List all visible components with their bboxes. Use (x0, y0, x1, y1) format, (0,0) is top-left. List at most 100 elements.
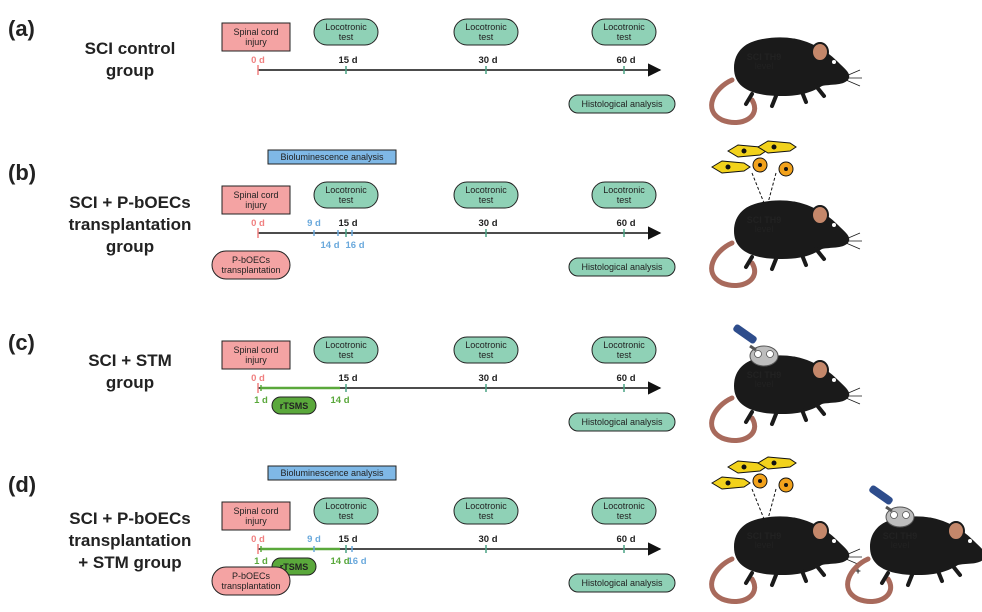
panel-letter: (c) (8, 330, 35, 355)
injury-box (221, 185, 291, 215)
mouse-label-line2: level (755, 224, 774, 234)
panel-letter: (b) (8, 160, 37, 185)
locotronic-test-pill-text: Locotronic (465, 340, 507, 350)
panel-a-timeline: Spinal cordinjuryLocotronictestLocotroni… (221, 18, 862, 123)
transplantation-pill-text: transplantation (221, 581, 280, 591)
rtsms-pill (271, 396, 317, 415)
injury-box-text: injury (245, 355, 267, 365)
timeline-rows: Spinal cordinjuryLocotronictestLocotroni… (211, 18, 982, 602)
locotronic-test-pill-text: test (339, 32, 354, 42)
rtsms-label: rTSMS (280, 401, 309, 411)
bioluminescence-box (267, 465, 397, 481)
group-title: SCI + P-bOECs transplantation + STM grou… (40, 508, 220, 574)
mouse-icon (712, 355, 862, 441)
olfactory-cell-icon (778, 477, 794, 493)
locotronic-test-pill-text: test (479, 511, 494, 521)
locotronic-test-pill-text: Locotronic (325, 501, 367, 511)
mouse-icon (848, 516, 982, 602)
plus-sign: + (855, 566, 861, 577)
day-label-15d: 15 d (338, 373, 357, 384)
mouse-icon (712, 516, 862, 602)
panel-c: (c) SCI + STM group (0, 300, 982, 450)
mouse-label-line2: level (891, 540, 910, 550)
histological-analysis-label: Histological analysis (581, 417, 663, 427)
locotronic-test-pill-text: test (479, 350, 494, 360)
day-label-15d: 15 d (338, 55, 357, 66)
day-label-60d: 60 d (616, 373, 635, 384)
locotronic-test-pill-text: test (339, 350, 354, 360)
day-label-14d: 14 d (320, 240, 339, 251)
injection-line (767, 172, 777, 204)
day-label-1d: 1 d (254, 556, 268, 567)
day-label-1d: 1 d (254, 395, 268, 406)
transplantation-pill-text: P-bOECs (232, 571, 271, 581)
olfactory-cell-icon (778, 161, 794, 177)
day-label-15d: 15 d (338, 218, 357, 229)
transplantation-pill-text: transplantation (221, 265, 280, 275)
day-label-15d: 15 d (338, 534, 357, 545)
locotronic-test-pill-text: test (479, 32, 494, 42)
injection-line (751, 172, 765, 204)
locotronic-test-pill-text: Locotronic (465, 185, 507, 195)
injury-box-text: injury (245, 37, 267, 47)
injury-box-text: Spinal cord (233, 506, 278, 516)
histological-analysis-pill (568, 257, 676, 277)
injury-box-text: injury (245, 516, 267, 526)
locotronic-test-pill (591, 181, 657, 209)
locotronic-test-pill-text: test (339, 195, 354, 205)
day-label-30d: 30 d (478, 373, 497, 384)
locotronic-test-pill-text: Locotronic (603, 340, 645, 350)
title-line: SCI + P-bOECs (69, 193, 191, 212)
mouse-label-line1: SCI TH9 (747, 52, 782, 62)
day-label-0d: 0 d (251, 534, 265, 545)
mouse-label-line2: level (755, 540, 774, 550)
day-label-14d: 14 d (330, 556, 349, 567)
rtsms-label: rTSMS (280, 562, 309, 572)
day-label-16d: 16 d (345, 240, 364, 251)
locotronic-test-pill (313, 181, 379, 209)
title-line: SCI + STM (88, 351, 172, 370)
panel-c-timeline: Spinal cordinjuryLocotronictestLocotroni… (221, 321, 862, 441)
title-line: group (105, 61, 155, 80)
locotronic-test-pill-text: Locotronic (325, 22, 367, 32)
day-label-14d: 14 d (330, 395, 349, 406)
olfactory-cell-icon (752, 473, 768, 489)
mouse-label-line1: SCI TH9 (747, 370, 782, 380)
locotronic-test-pill (313, 497, 379, 525)
injection-line (767, 488, 777, 520)
locotronic-test-pill (453, 181, 519, 209)
injury-box (221, 22, 291, 52)
histological-analysis-label: Histological analysis (581, 262, 663, 272)
locotronic-test-pill (313, 18, 379, 46)
locotronic-test-pill-text: Locotronic (325, 340, 367, 350)
panel-letter: (a) (8, 16, 35, 41)
title-line: transplantation (68, 215, 192, 234)
day-label-30d: 30 d (478, 218, 497, 229)
title-line: + STM group (78, 553, 182, 572)
locotronic-test-pill (453, 497, 519, 525)
panel-letter: (d) (8, 472, 37, 497)
bioluminescence-label: Bioluminescence analysis (280, 468, 384, 478)
locotronic-test-pill (591, 336, 657, 364)
day-label-30d: 30 d (478, 55, 497, 66)
olfactory-cell-icon (711, 476, 751, 490)
mouse-icon (712, 37, 862, 123)
mouse-label-line1: SCI TH9 (747, 215, 782, 225)
title-line: SCI control (84, 39, 176, 58)
bioluminescence-box (267, 149, 397, 165)
day-label-16d: 16 d (347, 556, 366, 567)
injury-box-text: Spinal cord (233, 345, 278, 355)
histological-analysis-label: Histological analysis (581, 578, 663, 588)
title-line: SCI + P-bOECs (69, 509, 191, 528)
mouse-label-line1: SCI TH9 (747, 531, 782, 541)
day-label-0d: 0 d (251, 55, 265, 66)
transplantation-pill (211, 566, 291, 596)
group-title: SCI + STM group (40, 350, 220, 394)
mouse-label-line2: level (755, 61, 774, 71)
panel-d: (d) SCI + P-bOECs transplantation + STM … (0, 450, 982, 612)
day-label-60d: 60 d (616, 55, 635, 66)
magnetic-stimulator-icon (730, 321, 780, 368)
day-label-9d: 9 d (307, 534, 321, 545)
